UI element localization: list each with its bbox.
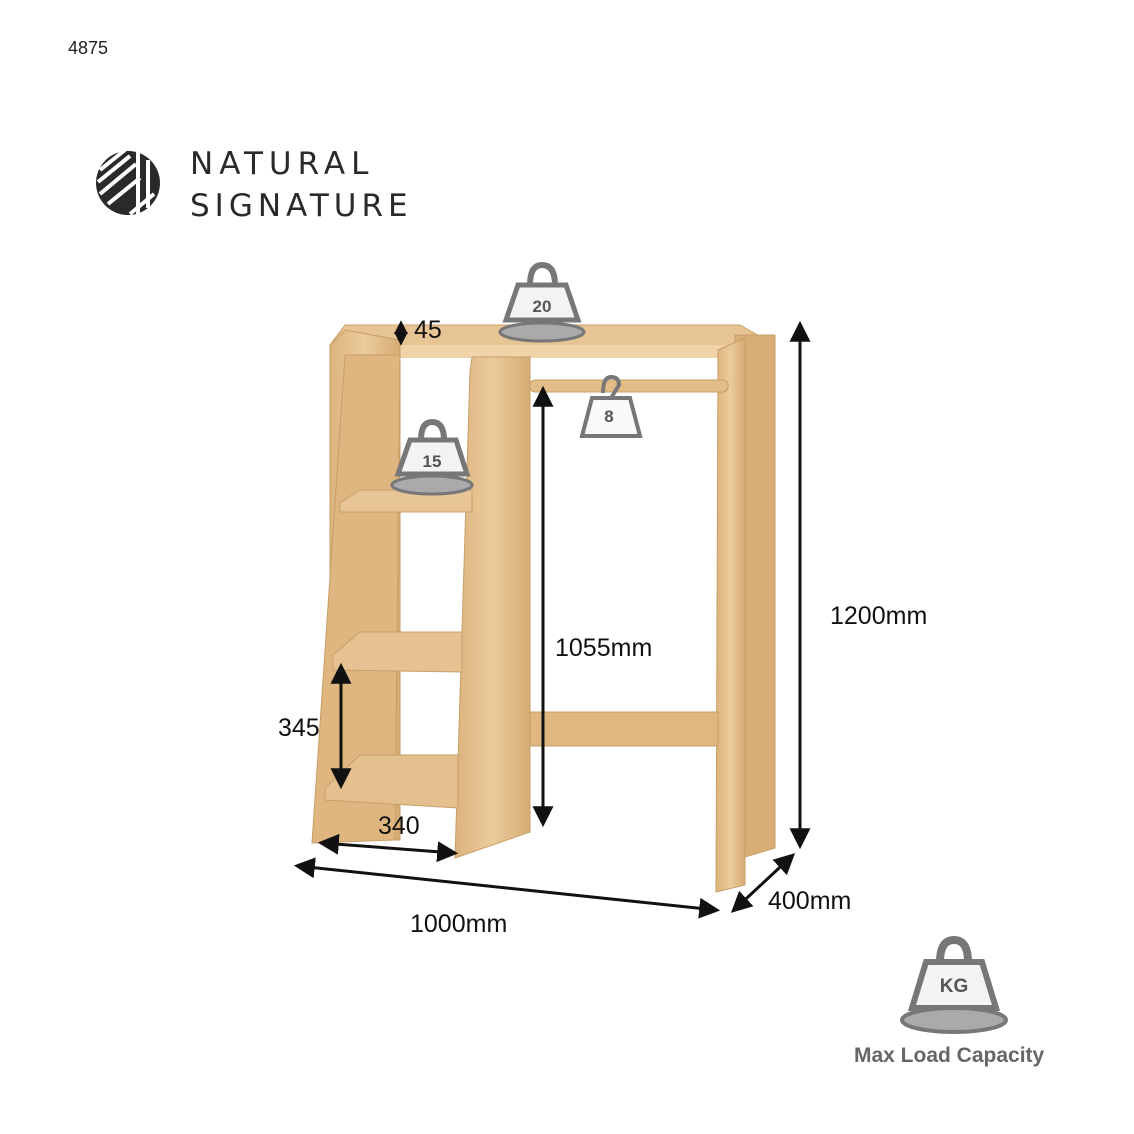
weight-top-shelf: 20 (522, 297, 562, 317)
dimension-rail-height: 1055mm (555, 634, 652, 663)
dimension-total-height: 1200mm (830, 602, 927, 631)
product-code: 4875 (68, 38, 108, 59)
dimension-depth: 400mm (768, 887, 851, 916)
dimension-width: 1000mm (410, 910, 507, 939)
natural-signature-logo-icon (96, 150, 160, 215)
weight-side-shelf: 15 (412, 452, 452, 472)
arrow-width (298, 866, 716, 910)
legend-unit: KG (934, 976, 974, 998)
dimension-top-thickness: 45 (414, 316, 442, 345)
dimension-shelf-depth: 340 (378, 812, 420, 841)
dimension-shelf-gap: 345 (278, 714, 320, 743)
brand-name-line-1: NATURAL (190, 146, 374, 182)
brand-name-line-2: SIGNATURE (190, 188, 413, 224)
arrow-shelf-depth (322, 843, 454, 853)
legend-label: Max Load Capacity (854, 1044, 1044, 1068)
weight-hanging-rail: 8 (589, 407, 629, 427)
